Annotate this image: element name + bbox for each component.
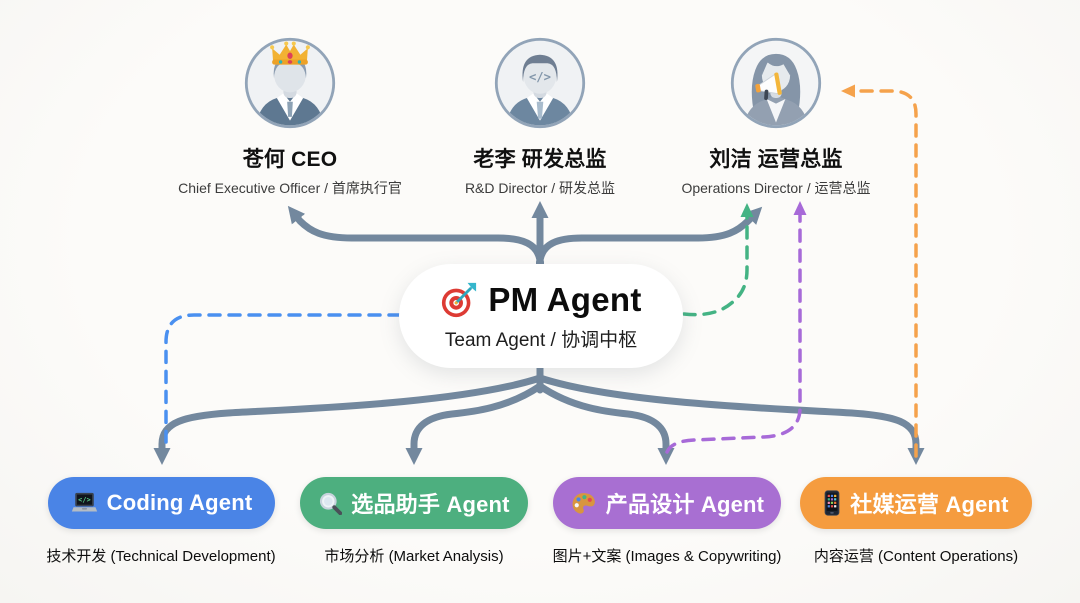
palette-icon bbox=[570, 491, 597, 515]
agent-caption-design: 图片+文案 (Images & Copywriting) bbox=[552, 548, 782, 565]
agent-pill-sourcing: 选品助手 Agent bbox=[300, 477, 528, 529]
person-ceo: 苍何 CEO Chief Executive Officer / 首席执行官 bbox=[130, 36, 450, 198]
crown-avatar-icon bbox=[244, 37, 336, 129]
megaphone-icon bbox=[755, 72, 782, 100]
code-avatar-icon: </> bbox=[494, 37, 586, 129]
ceo-avatar bbox=[243, 36, 337, 130]
magnifier-icon bbox=[318, 491, 343, 515]
target-icon bbox=[440, 281, 478, 319]
dashed-social-to-ops bbox=[841, 84, 918, 458]
person-ops-director: 刘洁 运营总监 Operations Director / 运营总监 bbox=[616, 36, 936, 198]
arrow-hub-to-ops bbox=[536, 206, 763, 264]
rd-avatar: </> bbox=[493, 36, 587, 130]
dashed-design-to-ops bbox=[665, 201, 807, 454]
person-name: 苍何 CEO bbox=[242, 148, 338, 171]
pm-agent-hub: PM Agent Team Agent / 协调中枢 bbox=[399, 264, 683, 368]
person-name: 老李 研发总监 bbox=[473, 148, 607, 171]
person-subtitle: R&D Director / 研发总监 bbox=[464, 180, 616, 196]
agent-caption-sourcing: 市场分析 (Market Analysis) bbox=[324, 548, 504, 565]
agent-pill-design: 产品设计 Agent bbox=[553, 477, 781, 529]
agent-label: 选品助手 Agent bbox=[351, 492, 510, 517]
code-glyph: </> bbox=[529, 70, 551, 84]
person-name: 刘洁 运营总监 bbox=[709, 148, 843, 171]
ops-avatar bbox=[729, 36, 823, 130]
hub-subtitle: Team Agent / 协调中枢 bbox=[444, 329, 638, 351]
agent-caption-coding: 技术开发 (Technical Development) bbox=[46, 548, 276, 565]
dashed-arrows bbox=[164, 84, 918, 458]
agent-pill-coding: </> Coding Agent bbox=[48, 477, 275, 529]
phone-icon bbox=[823, 490, 841, 516]
svg-text:</>: </> bbox=[78, 496, 91, 504]
person-subtitle: Operations Director / 运营总监 bbox=[681, 180, 871, 196]
agent-label: 社媒运营 Agent bbox=[850, 492, 1009, 517]
agent-label: Coding Agent bbox=[106, 490, 253, 515]
dashed-hub-to-ops bbox=[682, 203, 754, 317]
solid-arrows-down bbox=[153, 362, 925, 465]
agent-caption-social: 内容运营 (Content Operations) bbox=[813, 548, 1019, 565]
dashed-hub-to-coding bbox=[164, 313, 402, 444]
arrow-hub-to-social bbox=[536, 374, 925, 465]
arrow-hub-to-design bbox=[536, 382, 675, 465]
arrow-hub-to-sourcing bbox=[405, 382, 544, 465]
arrow-hub-to-coding bbox=[153, 374, 544, 465]
agent-pill-social: 社媒运营 Agent bbox=[800, 477, 1032, 529]
person-subtitle: Chief Executive Officer / 首席执行官 bbox=[178, 180, 402, 196]
laptop-icon: </> bbox=[71, 492, 98, 514]
megaphone-avatar-icon bbox=[730, 37, 822, 129]
person-rd-director: </> 老李 研发总监 R&D Director / 研发总监 bbox=[380, 36, 700, 198]
arrow-hub-to-ceo bbox=[287, 205, 544, 264]
crown-icon bbox=[270, 41, 310, 65]
agent-label: 产品设计 Agent bbox=[605, 492, 765, 517]
hub-title: PM Agent bbox=[488, 280, 642, 318]
